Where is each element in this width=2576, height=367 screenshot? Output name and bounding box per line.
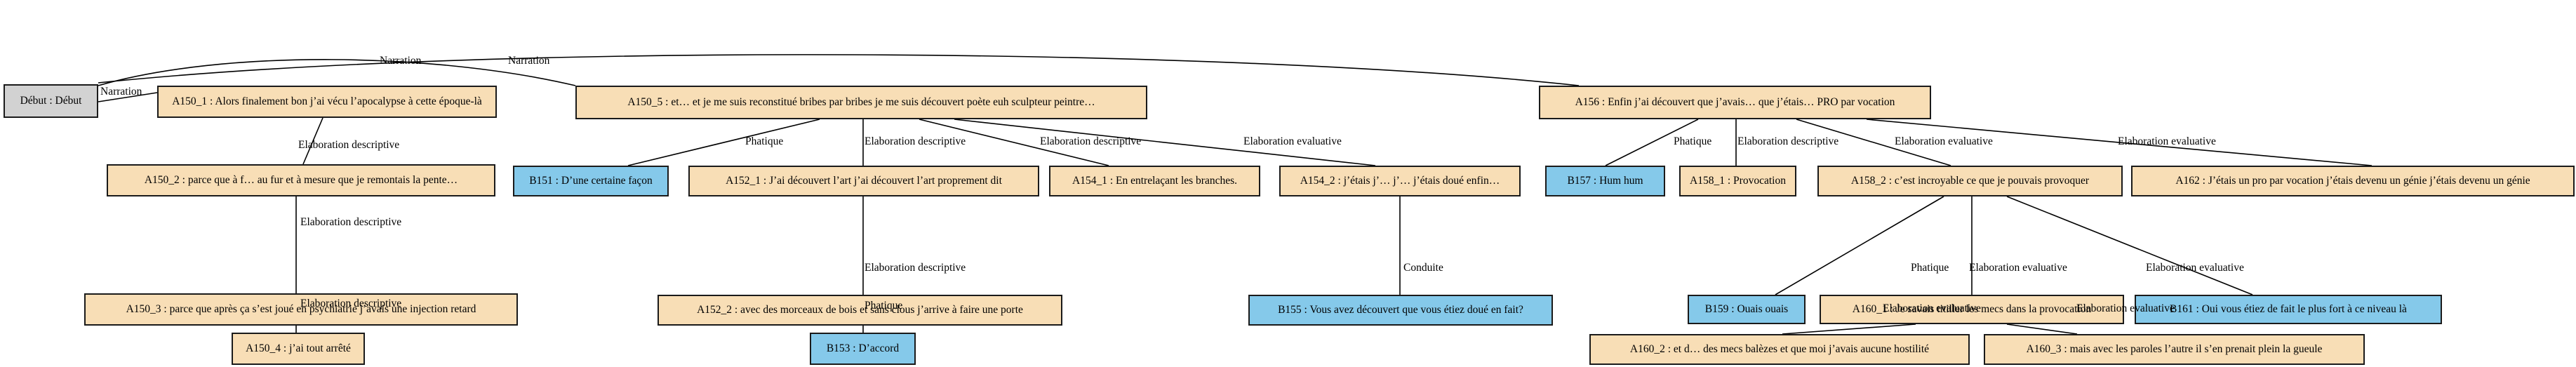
node-a160-1[interactable]: A160_1 : Je savais titiller les mecs dan… bbox=[1820, 295, 2124, 324]
node-a160-2[interactable]: A160_2 : et d… des mecs balèzes et que m… bbox=[1589, 334, 1970, 365]
node-debut[interactable]: Début : Début bbox=[4, 84, 98, 118]
edge-label-a154-1: Elaboration descriptive bbox=[1040, 135, 1142, 147]
edge-label-a162: Elaboration evaluative bbox=[2118, 135, 2216, 147]
edge-a158-2-b159 bbox=[1775, 196, 1944, 295]
edge-a150-1-a150-5 bbox=[98, 59, 576, 86]
node-a154-2[interactable]: A154_2 : j’étais j’… j’… j’étais doué en… bbox=[1279, 166, 1521, 196]
edge-label-a160-3: Elaboration evaluative bbox=[2076, 302, 2175, 314]
edge-label-b157: Phatique bbox=[1674, 135, 1712, 147]
edge-label-a154-2: Elaboration evaluative bbox=[1243, 135, 1342, 147]
edge-label-a150-3: Elaboration descriptive bbox=[300, 216, 402, 228]
edge-label-a152-2: Elaboration descriptive bbox=[865, 262, 966, 274]
edge-label-narration-2: Narration bbox=[508, 55, 550, 67]
node-b155[interactable]: B155 : Vous avez découvert que vous étie… bbox=[1248, 295, 1553, 326]
edge-a150-5-a154-1 bbox=[919, 119, 1109, 166]
edge-label-a158-2: Elaboration evaluative bbox=[1895, 135, 1993, 147]
edge-a156-a162 bbox=[1866, 119, 2373, 166]
node-a156[interactable]: A156 : Enfin j’ai découvert que j’avais…… bbox=[1539, 86, 1931, 119]
node-a160-3[interactable]: A160_3 : mais avec les paroles l’autre i… bbox=[1984, 334, 2365, 365]
node-a150-5[interactable]: A150_5 : et… et je me suis reconstitué b… bbox=[575, 86, 1147, 119]
edge-a160-1-a160-3 bbox=[2006, 323, 2078, 335]
edge-a156-a158-2 bbox=[1796, 119, 1951, 166]
edge-a150-5-b151 bbox=[627, 119, 820, 166]
edge-label-a160-2: Elaboration evaluative bbox=[1883, 302, 1981, 314]
node-b161[interactable]: B161 : Oui vous étiez de fait le plus fo… bbox=[2135, 295, 2442, 324]
edge-label-a152-1: Elaboration descriptive bbox=[865, 135, 966, 147]
edge-label-b153: Phatique bbox=[865, 300, 903, 312]
node-b151[interactable]: B151 : D’une certaine façon bbox=[513, 166, 669, 196]
edge-a150-5-a156 bbox=[98, 54, 1580, 86]
node-a150-2[interactable]: A150_2 : parce que à f… au fur et à mesu… bbox=[107, 164, 495, 196]
node-a162[interactable]: A162 : J’étais un pro par vocation j’éta… bbox=[2131, 166, 2575, 196]
edge-a158-2-b161 bbox=[2006, 196, 2253, 295]
node-a158-2[interactable]: A158_2 : c’est incroyable ce que je pouv… bbox=[1817, 166, 2123, 196]
edge-label-b155: Conduite bbox=[1403, 262, 1443, 274]
node-a152-1[interactable]: A152_1 : J’ai découvert l’art j’ai décou… bbox=[688, 166, 1039, 196]
node-a158-1[interactable]: A158_1 : Provocation bbox=[1679, 166, 1796, 196]
edge-label-narration-1: Narration bbox=[380, 55, 422, 67]
edge-label-a158-1: Elaboration descriptive bbox=[1737, 135, 1839, 147]
edge-label-a150-4: Elaboration descriptive bbox=[300, 298, 402, 309]
node-b153[interactable]: B153 : D’accord bbox=[810, 333, 916, 365]
edge-label-a160-1: Elaboration evaluative bbox=[1969, 262, 2067, 274]
edge-label-b161: Elaboration evaluative bbox=[2146, 262, 2244, 274]
node-a150-1[interactable]: A150_1 : Alors finalement bon j’ai vécu … bbox=[157, 86, 497, 118]
node-a150-3[interactable]: A150_3 : parce que après ça s’est joué e… bbox=[84, 293, 518, 326]
node-a152-2[interactable]: A152_2 : avec des morceaux de bois et sa… bbox=[658, 295, 1062, 326]
edge-a160-1-a160-2 bbox=[1782, 323, 1916, 335]
edge-label-b151: Phatique bbox=[745, 135, 784, 147]
edge-a150-1-a150-2 bbox=[302, 117, 323, 165]
edge-a156-b157 bbox=[1605, 119, 1699, 166]
node-b157[interactable]: B157 : Hum hum bbox=[1545, 166, 1665, 196]
edge-label-b159: Phatique bbox=[1911, 262, 1949, 274]
node-a150-4[interactable]: A150_4 : j’ai tout arrêté bbox=[232, 333, 365, 365]
edge-label-a150-2: Elaboration descriptive bbox=[298, 139, 400, 151]
edge-debut-a150-1 bbox=[98, 92, 158, 102]
node-a154-1[interactable]: A154_1 : En entrelaçant les branches. bbox=[1049, 166, 1260, 196]
edge-a150-5-a154-2 bbox=[954, 119, 1376, 166]
edge-label-narration-3: Narration bbox=[100, 86, 142, 98]
node-b159[interactable]: B159 : Ouais ouais bbox=[1688, 295, 1806, 324]
